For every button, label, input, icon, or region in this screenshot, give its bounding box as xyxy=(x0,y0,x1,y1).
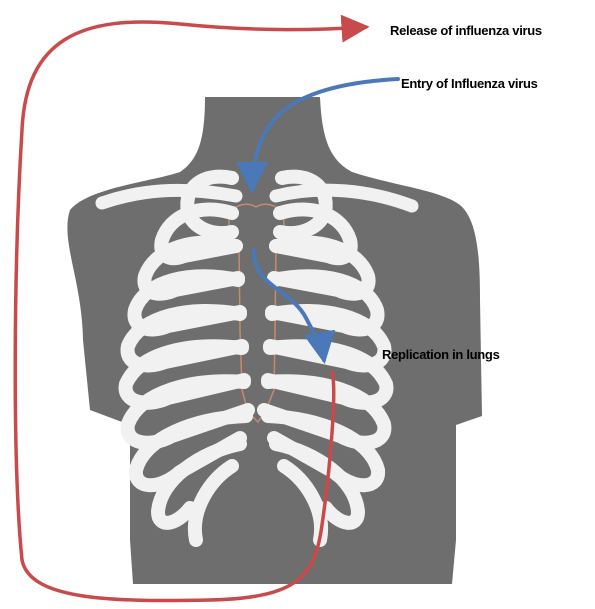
label-entry: Entry of Influenza virus xyxy=(401,76,538,91)
label-replication: Replication in lungs xyxy=(382,347,500,362)
label-release: Release of influenza virus xyxy=(390,23,542,38)
